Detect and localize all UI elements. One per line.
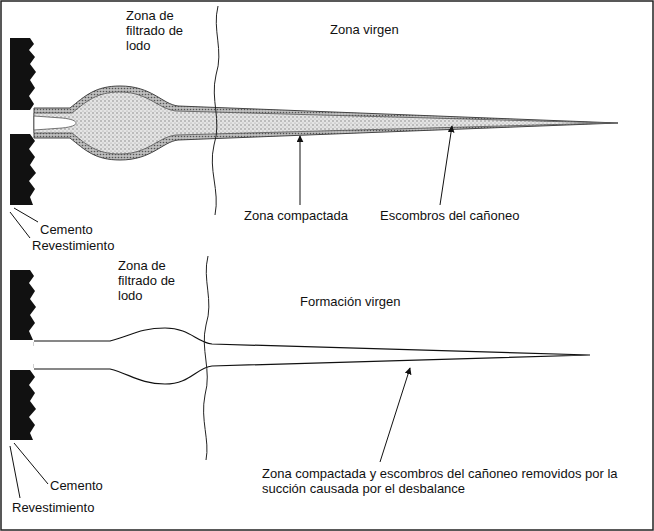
zone-label: Formación virgen (300, 294, 400, 309)
zone-label: Zona compactada (244, 208, 348, 223)
compacted-zone (34, 86, 618, 160)
zone-label: Escombros del cañoneo (380, 208, 519, 223)
part-label: Revestimiento (12, 500, 94, 515)
zone-label: Zona virgen (330, 22, 399, 37)
top-casing (10, 38, 36, 205)
zone-label: Zona de filtrado de lodo (118, 258, 196, 303)
note-label: Zona compactada y escombros del cañoneo … (262, 466, 637, 496)
zone-label: Zona de filtrado de lodo (126, 8, 204, 53)
perforation-debris (34, 92, 610, 154)
part-label: Revestimiento (32, 238, 114, 253)
filtrate-boundary (212, 6, 219, 215)
cleaned-perforation (34, 328, 590, 384)
part-label: Cemento (50, 478, 103, 493)
bottom-casing (10, 270, 36, 440)
filtrate-boundary (204, 256, 209, 460)
part-label: Cemento (40, 222, 93, 237)
perforation-entry (34, 116, 76, 130)
